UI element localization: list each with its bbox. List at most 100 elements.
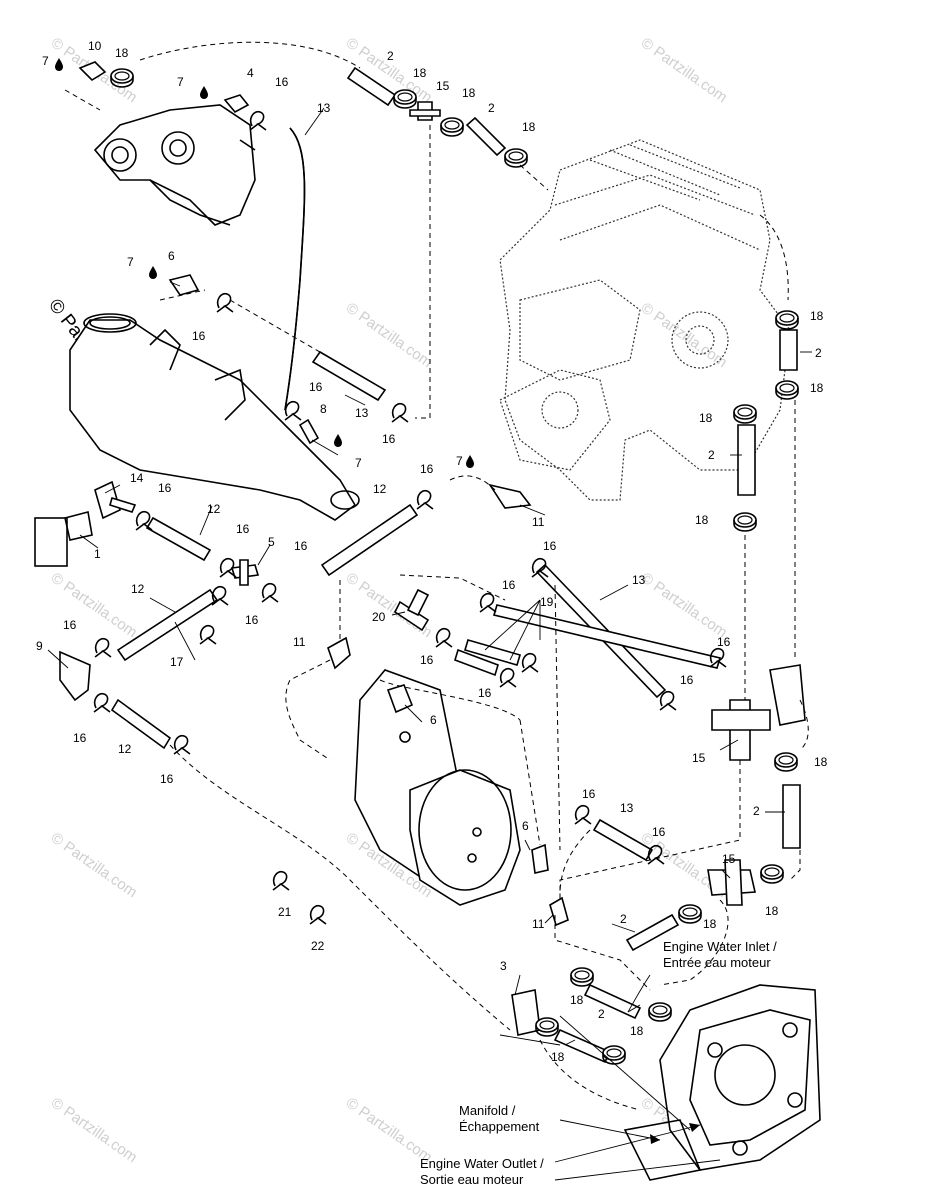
callout-16: 16 bbox=[680, 673, 694, 687]
callout-16: 16 bbox=[309, 380, 323, 394]
watermark-text: © Partzilla.com bbox=[48, 569, 141, 641]
callout-5: 5 bbox=[268, 535, 275, 549]
callout-12: 12 bbox=[207, 502, 221, 516]
callout-7: 7 bbox=[355, 456, 362, 470]
callout-14: 14 bbox=[130, 471, 144, 485]
callout-11: 11 bbox=[293, 635, 306, 649]
drop-icon bbox=[466, 455, 474, 468]
callout-16: 16 bbox=[543, 539, 557, 553]
watermark-text: © Partzilla.com bbox=[638, 34, 731, 106]
drop-icon bbox=[149, 266, 157, 279]
callout-16: 16 bbox=[420, 462, 434, 476]
callout-6: 6 bbox=[522, 819, 529, 833]
drop-icon bbox=[55, 58, 63, 71]
callout-16: 16 bbox=[502, 578, 516, 592]
watermark-text: © Partzilla.com bbox=[343, 299, 436, 371]
captions: Engine Water Inlet / Entrée eau moteur M… bbox=[420, 939, 777, 1187]
caption-engine-water-inlet: Engine Water Inlet / bbox=[663, 939, 777, 954]
callout-16: 16 bbox=[717, 635, 731, 649]
callout-16: 16 bbox=[275, 75, 289, 89]
callout-18: 18 bbox=[462, 86, 476, 100]
callout-18: 18 bbox=[630, 1024, 644, 1038]
callout-12: 12 bbox=[118, 742, 132, 756]
callout-16: 16 bbox=[158, 481, 172, 495]
drop-icon bbox=[200, 86, 208, 99]
callout-1: 1 bbox=[94, 547, 101, 561]
callout-2: 2 bbox=[488, 101, 495, 115]
caption-entree-eau-moteur: Entrée eau moteur bbox=[663, 955, 771, 970]
watermark-text: © Partzilla.com bbox=[638, 299, 731, 371]
callout-13: 13 bbox=[317, 101, 331, 115]
callout-18: 18 bbox=[413, 66, 427, 80]
watermark-text: © Partzilla.com bbox=[638, 569, 731, 641]
hoses bbox=[110, 66, 801, 1064]
callout-16: 16 bbox=[245, 613, 259, 627]
watermark-text: © Partzilla.com bbox=[48, 1094, 141, 1166]
callout-15: 15 bbox=[692, 751, 706, 765]
caption-arrows bbox=[554, 1119, 701, 1163]
callout-11: 11 bbox=[532, 515, 545, 529]
callout-16: 16 bbox=[478, 686, 492, 700]
callout-6: 6 bbox=[168, 249, 175, 263]
callout-2: 2 bbox=[620, 912, 627, 926]
callout-20: 20 bbox=[372, 610, 386, 624]
routing-lines bbox=[64, 41, 809, 1111]
fittings bbox=[34, 61, 806, 1036]
callout-18: 18 bbox=[765, 904, 779, 918]
callout-16: 16 bbox=[652, 825, 666, 839]
watermark-text: © Partzilla.com bbox=[48, 829, 141, 901]
caption-manifold: Manifold / bbox=[459, 1103, 516, 1118]
water-box bbox=[354, 669, 521, 906]
callout-numbers: 7 10 18 7 4 16 13 2 18 15 18 2 18 7 6 16… bbox=[36, 39, 828, 1064]
callout-4: 4 bbox=[247, 66, 254, 80]
exhaust-manifold bbox=[93, 104, 256, 226]
callout-16: 16 bbox=[160, 772, 174, 786]
callout-18: 18 bbox=[703, 917, 717, 931]
callout-7: 7 bbox=[177, 75, 184, 89]
caption-sortie-eau-moteur: Sortie eau moteur bbox=[420, 1172, 524, 1187]
callout-21: 21 bbox=[278, 905, 292, 919]
engine-block bbox=[499, 139, 791, 501]
callout-18: 18 bbox=[522, 120, 536, 134]
callout-15: 15 bbox=[722, 852, 736, 866]
caption-engine-water-outlet: Engine Water Outlet / bbox=[420, 1156, 544, 1171]
tuned-pipe bbox=[69, 313, 360, 521]
callout-16: 16 bbox=[382, 432, 396, 446]
callout-2: 2 bbox=[753, 804, 760, 818]
drop-icon bbox=[334, 434, 342, 447]
callout-16: 16 bbox=[236, 522, 250, 536]
leader-lines bbox=[47, 107, 812, 1181]
callout-16: 16 bbox=[73, 731, 87, 745]
callout-2: 2 bbox=[598, 1007, 605, 1021]
callout-18: 18 bbox=[814, 755, 828, 769]
callout-18: 18 bbox=[551, 1050, 565, 1064]
callout-11: 11 bbox=[532, 917, 545, 931]
callout-7: 7 bbox=[42, 54, 49, 68]
callout-2: 2 bbox=[387, 49, 394, 63]
callout-2: 2 bbox=[708, 448, 715, 462]
callout-22: 22 bbox=[311, 939, 325, 953]
callout-13: 13 bbox=[632, 573, 646, 587]
watermark-layer: © Partzilla.com © Partzilla.com © Partzi… bbox=[44, 34, 730, 1166]
callout-12: 12 bbox=[131, 582, 145, 596]
callout-15: 15 bbox=[436, 79, 450, 93]
callout-16: 16 bbox=[420, 653, 434, 667]
callout-7: 7 bbox=[127, 255, 134, 269]
callout-18: 18 bbox=[699, 411, 713, 425]
jet-pump-housing bbox=[623, 984, 821, 1181]
callout-16: 16 bbox=[63, 618, 77, 632]
callout-7: 7 bbox=[456, 454, 463, 468]
caption-echappement: Échappement bbox=[459, 1119, 540, 1134]
callout-16: 16 bbox=[294, 539, 308, 553]
callout-18: 18 bbox=[810, 309, 824, 323]
callout-13: 13 bbox=[355, 406, 369, 420]
callout-8: 8 bbox=[320, 402, 327, 416]
callout-18: 18 bbox=[810, 381, 824, 395]
callout-18: 18 bbox=[570, 993, 584, 1007]
callout-6: 6 bbox=[430, 713, 437, 727]
callout-16: 16 bbox=[582, 787, 596, 801]
callout-17: 17 bbox=[170, 655, 184, 669]
callout-18: 18 bbox=[115, 46, 129, 60]
callout-19: 19 bbox=[540, 595, 554, 609]
